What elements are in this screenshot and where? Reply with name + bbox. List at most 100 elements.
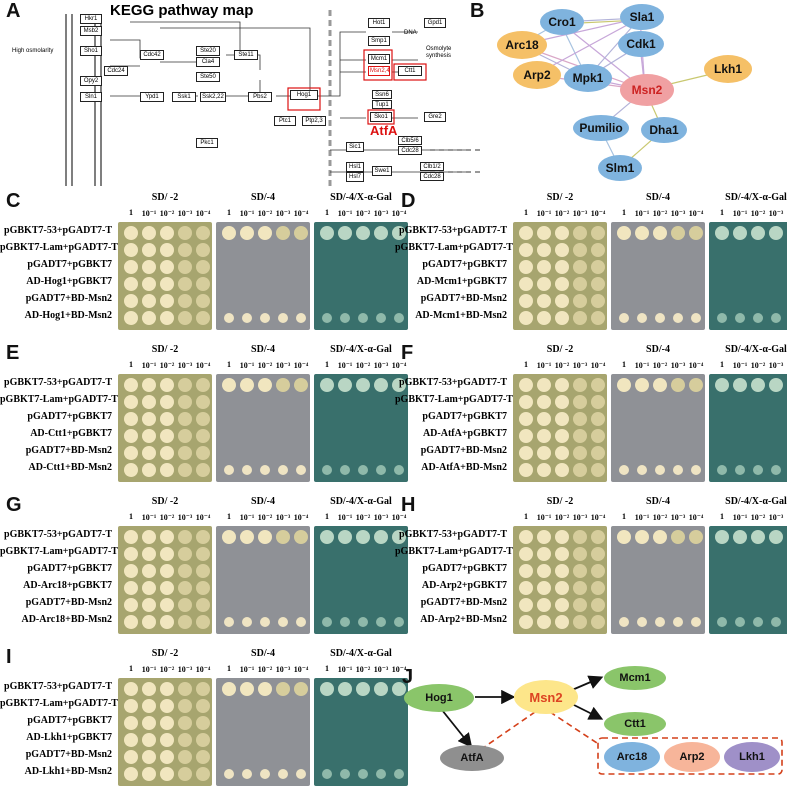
yeast-spot xyxy=(340,465,350,475)
kegg-diagram xyxy=(65,10,480,186)
yeast-spot xyxy=(178,615,192,629)
yeast-spot xyxy=(591,277,605,291)
agar-plate-xgal xyxy=(314,678,408,786)
yeast-spot xyxy=(715,226,729,240)
yeast-spot xyxy=(322,769,332,779)
column-header: SD/-4 xyxy=(646,496,670,507)
yeast-spot xyxy=(124,682,138,696)
kegg-node: Ssn6 xyxy=(372,90,392,99)
yeast-spot xyxy=(691,617,701,627)
yeast-spot xyxy=(124,750,138,764)
strain-row-label: AD-Mcm1+BD-Msn2 xyxy=(415,310,507,321)
yeast-spot xyxy=(124,226,138,240)
yeast-spot xyxy=(124,733,138,747)
agar-plate-sd2 xyxy=(513,526,607,634)
kegg-node: Ptc1 xyxy=(274,116,296,126)
dilution-label: 10⁻⁴ xyxy=(391,513,407,522)
yeast-spot xyxy=(196,395,210,409)
net-node-mcm1: Mcm1 xyxy=(604,666,666,690)
yeast-spot xyxy=(519,243,533,257)
kegg-node: Ste20 xyxy=(196,46,220,56)
dilution-label: 10⁻² xyxy=(159,361,175,370)
panel-letter-i: I xyxy=(6,646,12,668)
agar-plate-sd2 xyxy=(118,526,212,634)
dilution-label: 10⁻⁴ xyxy=(590,513,606,522)
kegg-node: Mcm1 xyxy=(368,54,390,64)
yeast-spot xyxy=(196,378,210,392)
yeast-spot xyxy=(537,547,551,561)
kegg-node: Ptp2,3 xyxy=(302,116,326,126)
kegg-node: Gpd1 xyxy=(424,18,446,28)
yeast-spot xyxy=(573,463,587,477)
yeast-spot xyxy=(769,530,783,544)
yeast-spot xyxy=(196,547,210,561)
panel-letter-c: C xyxy=(6,190,21,212)
dilution-label: 10⁻² xyxy=(554,513,570,522)
kegg-node: Swe1 xyxy=(372,166,392,176)
dilution-label: 10⁻⁴ xyxy=(195,361,211,370)
yeast-spot xyxy=(142,446,156,460)
yeast-spot xyxy=(537,260,551,274)
yeast-spot xyxy=(537,412,551,426)
agar-plate-sd4 xyxy=(611,222,705,330)
yeast-spot xyxy=(769,226,783,240)
yeast-spot xyxy=(555,277,569,291)
dilution-label: 10⁻³ xyxy=(572,513,588,522)
kegg-node: Sic1 xyxy=(346,142,364,152)
yeast-spot xyxy=(591,311,605,325)
ppi-node-lkh1: Lkh1 xyxy=(704,55,752,83)
yeast-spot xyxy=(178,581,192,595)
yeast-spot xyxy=(376,617,386,627)
kegg-node: Gre2 xyxy=(424,112,446,122)
strain-row-label: pGADT7+BD-Msn2 xyxy=(25,749,112,760)
yeast-spot xyxy=(124,243,138,257)
ppi-node-arc18: Arc18 xyxy=(497,31,547,59)
yeast-spot xyxy=(573,226,587,240)
yeast-spot xyxy=(537,463,551,477)
yeast-spot xyxy=(519,429,533,443)
strain-row-label: AD-Arc18+BD-Msn2 xyxy=(21,614,112,625)
yeast-spot xyxy=(242,617,252,627)
yeast-spot xyxy=(555,446,569,460)
strain-row-label: pGBKT7-53+pGADT7-T xyxy=(4,529,112,540)
yeast-spot xyxy=(160,277,174,291)
ppi-node-dha1: Dha1 xyxy=(641,117,687,143)
yeast-spot xyxy=(142,260,156,274)
yeast-spot xyxy=(258,682,272,696)
column-header: SD/-4 xyxy=(646,344,670,355)
kegg-node: Hsl1 xyxy=(346,162,364,172)
yeast-spot xyxy=(519,446,533,460)
yeast-spot xyxy=(356,378,370,392)
yeast-spot xyxy=(573,581,587,595)
yeast-spot xyxy=(340,769,350,779)
dilution-label: 10⁻¹ xyxy=(732,209,748,218)
yeast-spot xyxy=(320,378,334,392)
yeast-spot xyxy=(160,716,174,730)
yeast-spot xyxy=(160,530,174,544)
dilution-label: 10⁻⁴ xyxy=(195,513,211,522)
yeast-spot xyxy=(260,617,270,627)
yeast-spot xyxy=(276,530,290,544)
yeast-spot xyxy=(735,617,745,627)
yeast-spot xyxy=(573,446,587,460)
yeast-spot xyxy=(178,564,192,578)
column-header: SD/ -2 xyxy=(151,648,179,659)
strain-row-label: pGBKT7-Lam+pGADT7-T xyxy=(395,546,513,557)
yeast-spot xyxy=(160,311,174,325)
agar-plate-xgal xyxy=(709,526,787,634)
yeast-spot xyxy=(124,277,138,291)
yeast-spot xyxy=(655,465,665,475)
strain-row-label: pGBKT7-53+pGADT7-T xyxy=(399,225,507,236)
yeast-spot xyxy=(591,446,605,460)
kegg-node: Msb2 xyxy=(80,26,102,36)
yeast-spot xyxy=(142,581,156,595)
kegg-node: Clb5/6 xyxy=(398,136,422,145)
yeast-spot xyxy=(671,530,685,544)
yeast-spot xyxy=(124,767,138,781)
dilution-label: 10⁻¹ xyxy=(337,665,353,674)
strain-row-label: pGADT7+pGBKT7 xyxy=(27,259,112,270)
kegg-node-msn2: Msn2,4 xyxy=(368,66,390,76)
agar-plate-sd4 xyxy=(216,222,310,330)
